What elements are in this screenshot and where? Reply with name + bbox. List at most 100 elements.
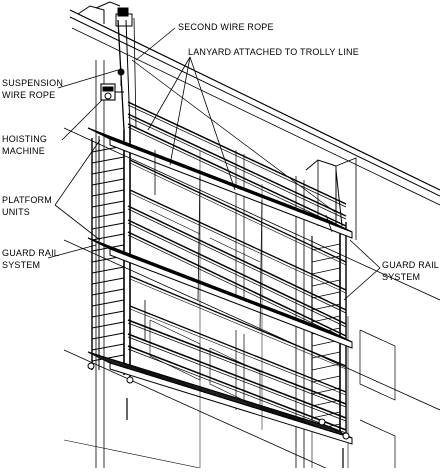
deck-grating-bar [129, 253, 153, 266]
end-frame-rung [91, 200, 125, 208]
end-frame-rung [91, 167, 125, 175]
deck-grating-bar [114, 137, 137, 150]
deck-grating-bar [282, 312, 305, 325]
deck-grating-bar [161, 155, 184, 168]
guard-rail-edge [127, 222, 347, 328]
deck-grating-bar [261, 194, 284, 207]
deck-grating-bar [187, 276, 211, 288]
deck-grating-bar [161, 374, 184, 387]
deck-grating-bar [229, 182, 253, 194]
deck-grating-bar [182, 380, 205, 393]
deck-grating-bar [135, 145, 158, 158]
end-frame-rung [91, 332, 125, 340]
deck-grating-bar [319, 423, 342, 436]
deck-grating-bar [277, 310, 300, 323]
deck-grating-bar [119, 249, 142, 262]
deck-grating-bar [135, 255, 158, 268]
deck-grating-bar [203, 282, 226, 294]
label-guard-left-line2: SYSTEM [2, 260, 40, 270]
deck-grating-bar [156, 263, 179, 276]
deck-grating-bar [256, 403, 279, 416]
deck-grating-bar [171, 159, 195, 172]
deck-grating-bar [214, 286, 237, 298]
deck-grating-bar [214, 390, 237, 403]
deck-grating-bar [292, 415, 316, 427]
right-frame-rung [311, 411, 341, 419]
deck-grating-bar [308, 420, 332, 432]
deck-grating-bar [103, 243, 126, 256]
deck-grating-bar [245, 188, 269, 201]
deck-grating-bar [150, 261, 174, 274]
deck-grating-bar [129, 143, 153, 156]
deck-grating-bar [135, 366, 158, 379]
deck-grating-bar [319, 216, 342, 229]
platform-unit [87, 351, 353, 445]
deck-grating-bar [156, 372, 179, 385]
callout-labels: SECOND WIRE ROPE LANYARD ATTACHED TO TRO… [2, 22, 439, 282]
label-suspension-line2: WIRE ROPE [2, 90, 55, 100]
deck-grating-bar [314, 214, 337, 227]
deck-grating-bar [229, 292, 253, 304]
hoisting-machine [100, 68, 125, 101]
deck-grating-bar [277, 410, 300, 423]
deck-grating-bar [140, 257, 163, 270]
deck-grating-bar [177, 161, 200, 174]
deck-grating-bar [271, 198, 295, 211]
deck-grating-bar [261, 405, 284, 418]
deck-grating-bar [245, 298, 269, 311]
guard-rail [127, 101, 347, 205]
deck-grating-bar [119, 361, 142, 374]
intermediate-rail [129, 189, 347, 291]
guard-rail [127, 319, 347, 405]
guard-rail-edge [127, 322, 347, 408]
right-frame-rung [311, 315, 341, 323]
deck-grating-bar [287, 314, 311, 327]
deck-grating-bar [308, 322, 332, 335]
guard-rail [127, 113, 347, 217]
deck-grating-bar [187, 166, 211, 178]
deck-grating-bar [145, 149, 169, 162]
deck-grating-bar [193, 168, 216, 180]
deck-grating-bar [150, 371, 174, 383]
label-lanyard: LANYARD ATTACHED TO TROLLY LINE [188, 47, 359, 57]
deck-grating-bar [224, 393, 247, 406]
label-guard-right-line2: SYSTEM [382, 272, 420, 282]
deck-grating-bar [198, 280, 221, 292]
deck-grating-bar [261, 304, 284, 317]
deck-grating-bar [166, 267, 190, 280]
deck-grating-bar [145, 259, 169, 272]
platform-units [87, 127, 353, 445]
end-frame-rung [91, 189, 125, 197]
guard-rail [127, 123, 347, 227]
label-platform-line1: PLATFORM [2, 195, 52, 205]
deck-grating-bar [224, 180, 247, 192]
deck-grating-bar [271, 308, 295, 321]
deck-grating-bar [219, 178, 242, 190]
deck-grating-bar [214, 176, 237, 188]
end-frame-rungs [91, 145, 125, 362]
deck-grating-bar [303, 210, 326, 223]
end-frame-rung [91, 288, 125, 296]
intermediate-rail-edge [129, 278, 347, 370]
deck-grating-bar [93, 239, 116, 252]
label-hoisting-line2: MACHINE [2, 146, 45, 156]
deck-grating-bar [124, 363, 148, 375]
deck-grating-bar [208, 174, 232, 186]
label-guard-left-line1: GUARD RAIL [2, 248, 59, 258]
right-frame-rung [311, 291, 341, 299]
deck-grating-bar [219, 392, 242, 405]
intermediate-rail-edge [129, 192, 347, 294]
end-frame-rung [91, 222, 125, 230]
deck-grating-bar [108, 135, 132, 148]
deck-grating-bar [235, 397, 258, 410]
deck-grating-bar [308, 212, 332, 225]
deck-grating-bar [292, 206, 316, 219]
deck-grating-bar [245, 400, 269, 413]
deck-grating-bar [229, 395, 253, 408]
platform-edge [109, 138, 353, 239]
deck-grating-bar [303, 418, 326, 431]
deck-grating-bar [298, 208, 321, 221]
guard-rail [127, 345, 347, 431]
right-frame-rung [311, 363, 341, 371]
